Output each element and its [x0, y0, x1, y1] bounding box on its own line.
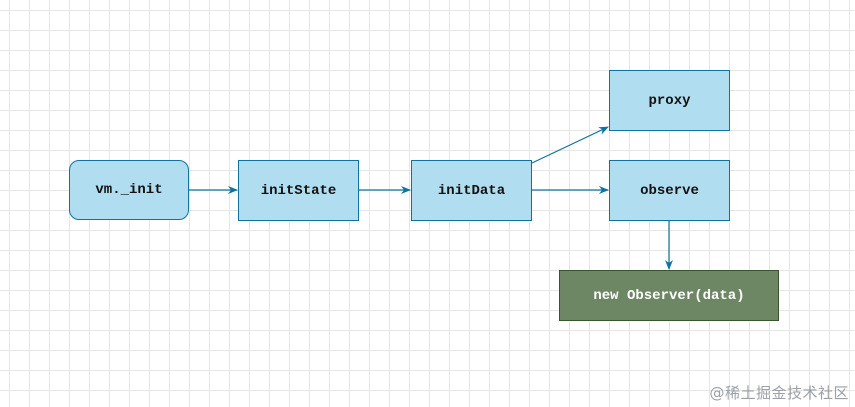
node-observe[interactable]: observe [609, 160, 730, 221]
node-proxy[interactable]: proxy [609, 70, 730, 131]
edge-init-data-to-proxy [531, 126, 609, 164]
node-observe-label: observe [640, 182, 699, 199]
node-init-data-label: initData [437, 182, 506, 199]
node-init-data[interactable]: initData [411, 160, 532, 221]
node-new-observer[interactable]: new Observer(data) [559, 270, 779, 321]
node-init-state-label: initState [260, 182, 337, 199]
watermark: @稀土掘金技术社区 [709, 384, 849, 402]
node-vm-init-label: vm._init [95, 182, 163, 198]
node-new-observer-label: new Observer(data) [593, 287, 745, 304]
node-vm-init[interactable]: vm._init [69, 160, 189, 220]
node-init-state[interactable]: initState [238, 160, 359, 221]
node-proxy-label: proxy [648, 92, 691, 109]
